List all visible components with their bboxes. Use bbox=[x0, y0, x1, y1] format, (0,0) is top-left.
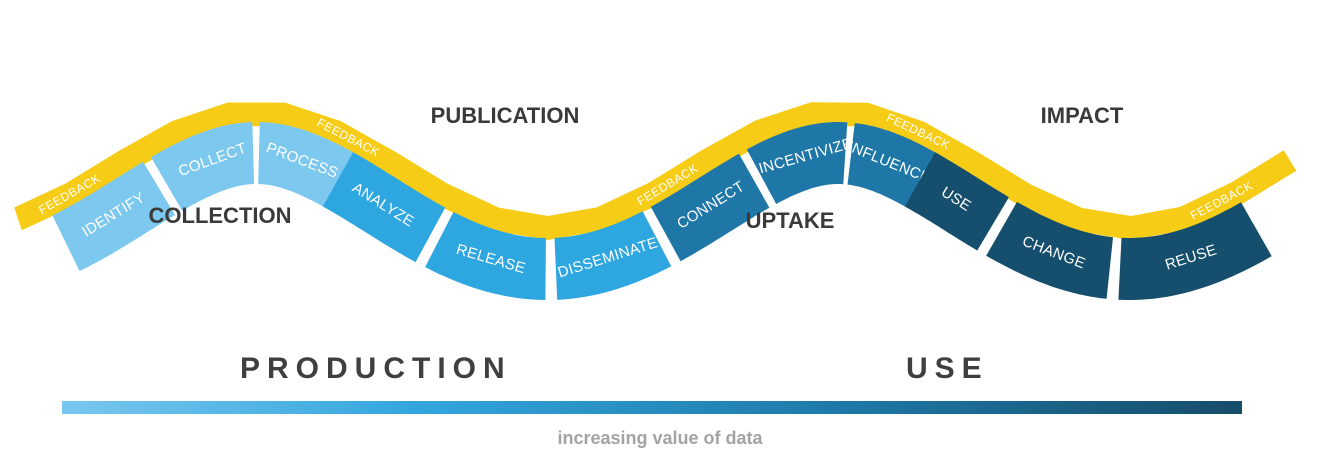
value-caption: increasing value of data bbox=[557, 428, 763, 448]
stage-reuse: REUSE bbox=[1118, 202, 1272, 300]
stage-identify-shape bbox=[52, 161, 175, 272]
stage-collect: COLLECT bbox=[151, 122, 255, 211]
stage-change: CHANGE bbox=[986, 201, 1113, 299]
stage-change-shape bbox=[986, 201, 1113, 299]
stage-disseminate: DISSEMINATE bbox=[554, 211, 672, 300]
feedback-band-shape bbox=[14, 102, 1297, 240]
stage-identify: IDENTIFY bbox=[52, 161, 175, 272]
production-axis-label: PRODUCTION bbox=[240, 352, 512, 385]
stage-use-shape bbox=[904, 152, 1009, 251]
value-gradient-bar bbox=[62, 401, 1242, 414]
phase-collection-label: COLLECTION bbox=[149, 203, 292, 228]
stage-use: USE bbox=[904, 152, 1009, 251]
stage-reuse-shape bbox=[1118, 202, 1272, 300]
phase-publication-label: PUBLICATION bbox=[431, 103, 580, 128]
stage-connect: CONNECT bbox=[650, 153, 770, 262]
stage-disseminate-shape bbox=[554, 211, 672, 300]
stage-connect-shape bbox=[650, 153, 770, 262]
use-axis-label: USE bbox=[906, 352, 989, 385]
phase-labels: COLLECTION PUBLICATION UPTAKE IMPACT bbox=[149, 103, 1124, 233]
stage-release-shape bbox=[425, 212, 546, 300]
phase-uptake-label: UPTAKE bbox=[746, 208, 835, 233]
stage-analyze: ANALYZE bbox=[322, 152, 446, 263]
stage-incentivize-shape bbox=[746, 122, 848, 204]
stage-collect-shape bbox=[151, 122, 255, 211]
feedback-band bbox=[14, 102, 1297, 240]
phase-impact-label: IMPACT bbox=[1041, 103, 1124, 128]
stage-analyze-shape bbox=[322, 152, 446, 263]
stage-release: RELEASE bbox=[425, 212, 546, 300]
stage-incentivize: INCENTIVIZE bbox=[746, 122, 855, 204]
